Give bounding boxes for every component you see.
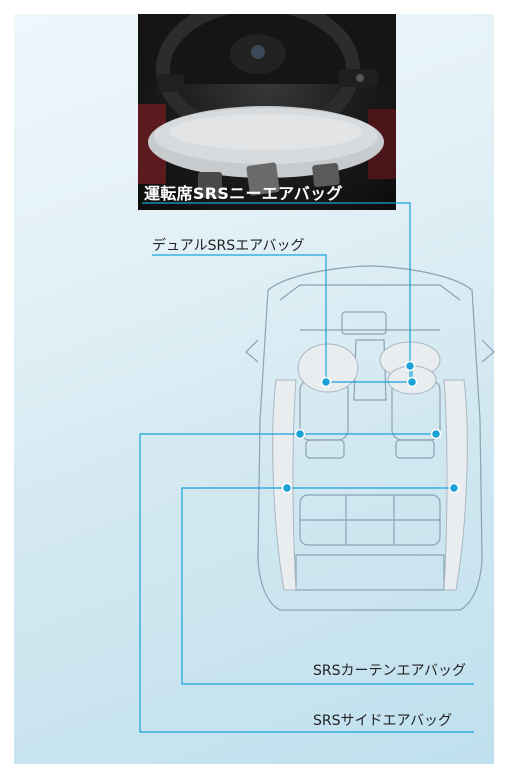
interior-illustration xyxy=(138,14,396,198)
callout-dots xyxy=(281,360,460,494)
curtain-dot-right xyxy=(448,482,460,494)
passenger-airbag xyxy=(297,343,359,393)
curtain-leader-line xyxy=(181,487,474,685)
dual-leader-line xyxy=(152,254,413,383)
knee-leader-line xyxy=(142,202,411,380)
knee-airbag-label: 運転席SRSニーエアバッグ xyxy=(144,184,343,203)
curtain-airbag-label: SRSカーテンエアバッグ xyxy=(313,663,466,679)
side-airbag-label: SRSサイドエアバッグ xyxy=(313,713,452,729)
side-dot-right xyxy=(430,428,442,440)
dual-airbag-label: デュアルSRSエアバッグ xyxy=(152,238,305,254)
dual-dot-passenger xyxy=(320,376,332,388)
leader-lines xyxy=(139,202,474,733)
airbags xyxy=(272,341,468,591)
knee-airbag-photo: 運転席SRSニーエアバッグ xyxy=(138,14,396,210)
side-dot-left xyxy=(294,428,306,440)
side-leader-line xyxy=(139,433,474,733)
curtain-dot-left xyxy=(281,482,293,494)
knee-dot xyxy=(404,360,416,372)
dual-dot-driver xyxy=(406,376,418,388)
